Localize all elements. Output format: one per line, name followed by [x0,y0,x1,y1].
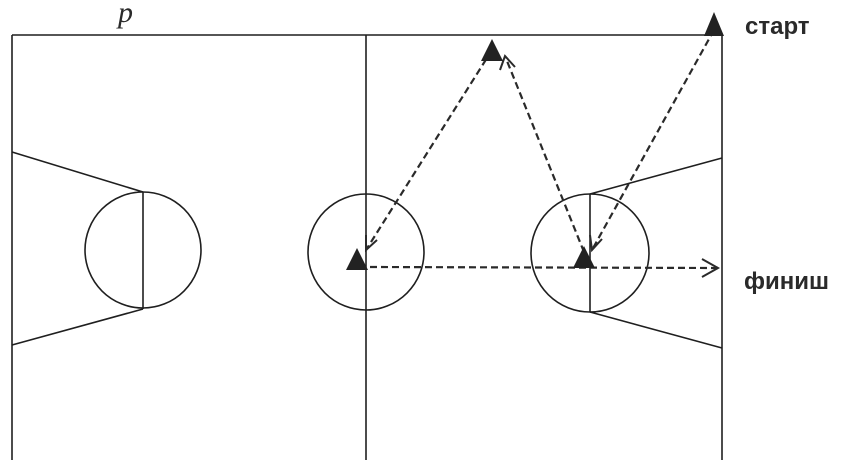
route-segment-2 [503,55,586,253]
route-arrow-2 [499,54,516,71]
cone-top-marker [481,39,503,61]
right-key-bottom-line [589,311,723,349]
route-segment-3 [365,49,493,251]
center-circle [307,193,425,311]
cone-right-key-marker [573,246,595,268]
cones [346,12,724,270]
cropped-top-text: р [116,0,133,29]
route-arrow-1 [589,234,603,253]
route-segment-1 [591,29,715,251]
left-key-top-line [11,151,144,193]
court [11,34,723,460]
finish-label: финиш [744,268,829,295]
route-segment-4 [369,265,719,270]
cone-center-marker [346,248,368,270]
start-label: старт [745,13,810,40]
cone-start-marker [704,12,724,36]
right-key-top-line [589,157,723,195]
route-arrow-3 [365,235,378,253]
route-arrow-4 [701,258,721,278]
left-key-bottom-line [11,308,144,346]
running-route [365,29,721,278]
